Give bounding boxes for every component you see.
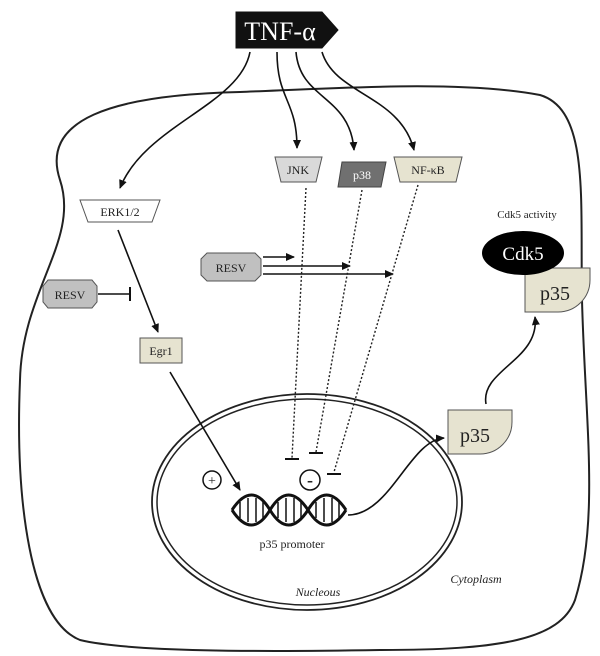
nucleus-label: Nucleous xyxy=(295,585,341,599)
erk-label: ERK1/2 xyxy=(100,205,139,219)
minus-symbol: - xyxy=(307,470,313,490)
plus-symbol: + xyxy=(208,474,216,489)
cdk5-activity-label: Cdk5 activity xyxy=(497,209,557,221)
inhibit-p38-promoter xyxy=(315,189,363,453)
cdk5-node: Cdk5 xyxy=(482,231,564,275)
arrow-promoter-to-p35 xyxy=(347,434,445,516)
promoter-label: p35 promoter xyxy=(260,537,325,551)
dna-helix-icon xyxy=(230,493,348,527)
p35-bound-label: p35 xyxy=(540,283,570,305)
jnk-label: JNK xyxy=(287,163,309,177)
arrow-tnf-to-p38 xyxy=(295,51,358,151)
arrow-erk-to-egr1 xyxy=(117,229,159,333)
resv-center-label: RESV xyxy=(216,261,247,275)
p38-label: p38 xyxy=(353,168,371,182)
resv-left-node: RESV xyxy=(42,279,98,309)
p35-free-label: p35 xyxy=(460,425,490,447)
egr1-label: Egr1 xyxy=(149,344,172,358)
nfkb-label: NF-κB xyxy=(411,163,444,177)
jnk-node: JNK xyxy=(274,156,323,183)
plus-circle xyxy=(202,470,222,490)
tnf-alpha-node: TNF-α xyxy=(235,11,339,49)
minus-circle xyxy=(299,469,321,491)
erk-node: ERK1/2 xyxy=(79,199,161,223)
cdk5-label: Cdk5 xyxy=(502,244,543,265)
cytoplasm-label: Cytoplasm xyxy=(450,572,502,586)
arrow-tnf-to-jnk xyxy=(276,51,301,149)
arrow-egr1-to-promoter xyxy=(169,371,241,491)
inhibit-nfkb-promoter xyxy=(333,184,419,473)
arrow-tnf-to-erk xyxy=(119,51,251,189)
cell-membrane xyxy=(18,85,591,652)
p35-free-node: p35 xyxy=(447,409,513,455)
arrow-p35-to-complex xyxy=(484,316,540,405)
nfkb-node: NF-κB xyxy=(393,156,463,183)
tnf-alpha-label: TNF-α xyxy=(244,17,316,46)
arrow-tnf-to-nfkb xyxy=(321,51,416,151)
p35-bound-node: p35 xyxy=(524,267,591,313)
inhibit-jnk-promoter xyxy=(291,187,307,459)
resv-center-node: RESV xyxy=(200,252,262,282)
nucleus-outer xyxy=(151,393,463,611)
nucleus-inner xyxy=(156,398,458,606)
p38-node: p38 xyxy=(337,161,387,188)
resv-left-label: RESV xyxy=(55,288,86,302)
egr1-node: Egr1 xyxy=(139,337,183,364)
